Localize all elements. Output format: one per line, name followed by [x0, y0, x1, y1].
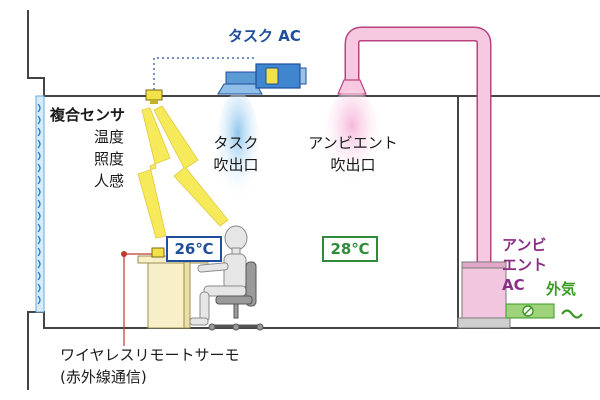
ambient-ac-unit: [457, 261, 511, 329]
sensor-item-illuminance: 照度: [93, 150, 124, 168]
lightning-bolt-to-thermostat: [137, 107, 171, 239]
task-ac-label: タスク AC: [228, 27, 301, 45]
task-outlet-label-line2: 吹出口: [213, 156, 259, 174]
wind-icon: [561, 309, 583, 319]
sensor-item-temperature: 温度: [93, 128, 124, 146]
office-chair: [208, 261, 264, 331]
ambient-ac-label-line1: アンビ: [502, 236, 547, 254]
sensor-item-occupancy: 人感: [93, 172, 124, 190]
lightning-bolt-to-person: [153, 105, 229, 227]
ambient-outlet-label-line1: アンビエント: [308, 134, 398, 152]
ambient-duct: [337, 26, 492, 262]
task-ac-unit: [217, 63, 307, 95]
ambient-ac-label-line2: エント: [502, 256, 548, 274]
task-temperature-badge: 26℃: [166, 236, 222, 262]
task-outlet-label-line1: タスク: [213, 134, 259, 152]
thermostat-callout: [121, 251, 152, 346]
ambient-airflow: [324, 90, 380, 190]
ambient-temperature-badge: 28℃: [322, 236, 378, 262]
infrared-communication-label: (赤外線通信): [60, 368, 147, 386]
building-walls: [27, 10, 600, 390]
wireless-thermostat-label: ワイヤレスリモートサーモ: [60, 346, 240, 364]
outside-air-duct: [505, 303, 583, 319]
outside-air-label: 外気: [546, 280, 577, 298]
composite-sensor-label: 複合センサ: [50, 106, 126, 124]
ambient-ac-label-line3: AC: [502, 276, 525, 294]
ambient-outlet-label-line2: 吹出口: [330, 156, 376, 174]
left-wall-upper: [27, 10, 600, 97]
composite-sensor-device: [145, 89, 163, 104]
window: [35, 95, 45, 313]
thermostat-device: [151, 247, 165, 258]
task-airflow: [216, 92, 260, 208]
sensor-signal-line: [153, 57, 254, 90]
